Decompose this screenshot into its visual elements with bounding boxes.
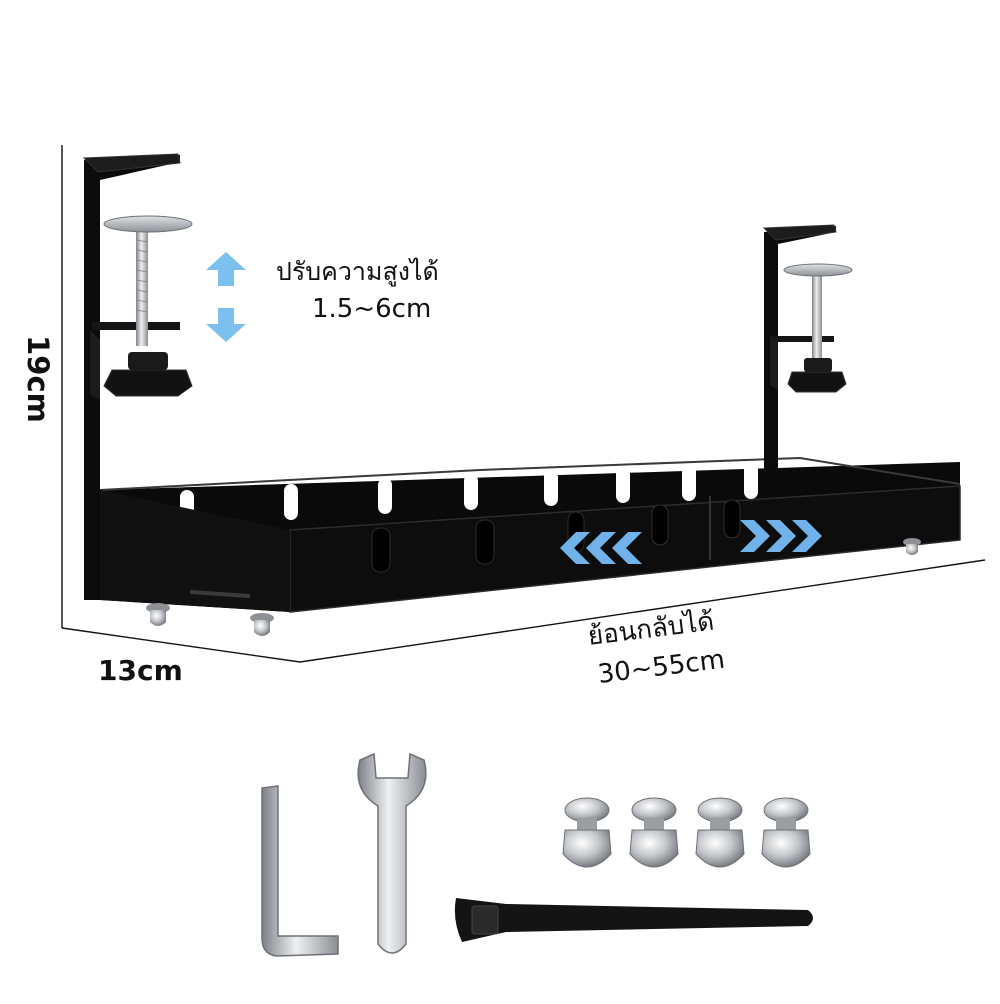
adjust-height-range: 1.5~6cm: [312, 294, 432, 324]
right-clamp-bracket: [762, 224, 853, 470]
left-clamp-bracket: [82, 153, 193, 600]
wrench-icon: [357, 752, 427, 954]
right-chevrons-icon: [740, 520, 822, 552]
cap-nut-icon: [695, 797, 745, 868]
allen-key-icon: [261, 785, 339, 957]
dimension-lines: [61, 145, 986, 663]
cable-strap-icon: [454, 898, 813, 942]
cap-nut-icon: [629, 797, 679, 868]
down-arrow-icon: [206, 308, 246, 342]
width-dimension: 13cm: [98, 654, 183, 687]
cap-nuts: [562, 797, 811, 868]
cap-nut-icon: [562, 797, 612, 868]
height-dimension: 19cm: [20, 335, 55, 423]
left-chevrons-icon: [560, 532, 642, 564]
up-arrow-icon: [206, 252, 246, 286]
mounting-bolts: [146, 538, 921, 636]
cap-nut-icon: [761, 797, 811, 868]
cable-tray: [99, 456, 961, 613]
adjust-height-label: ปรับความสูงได้: [276, 257, 439, 286]
